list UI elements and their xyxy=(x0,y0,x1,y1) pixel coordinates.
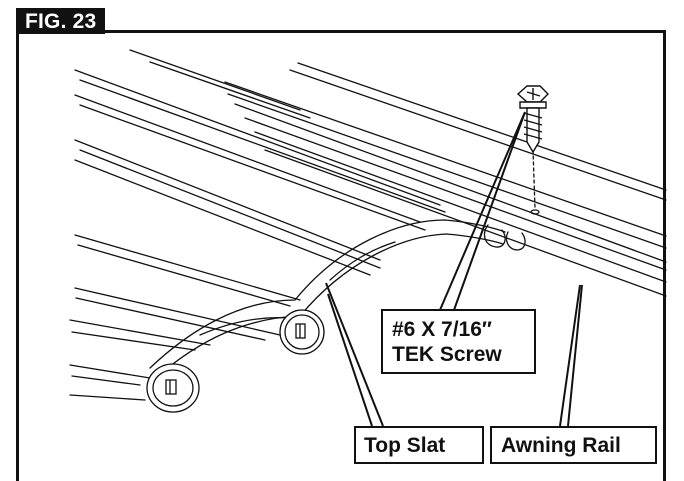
screw-guide-line xyxy=(532,149,536,209)
slat-end-cap-2 xyxy=(279,309,325,355)
top-slat-callout: Top Slat xyxy=(354,426,484,464)
rail-hook-2 xyxy=(505,231,526,251)
top-slat-curve xyxy=(149,219,506,377)
slat-end-cap-1 xyxy=(146,363,200,413)
figure-frame xyxy=(16,30,666,481)
figure-label: FIG. 23 xyxy=(16,8,106,34)
screw-callout-line1: #6 X 7/16″ xyxy=(392,318,492,341)
slat-grooves xyxy=(69,49,446,401)
screw-hole xyxy=(530,209,540,215)
screw-callout: #6 X 7/16″ TEK Screw xyxy=(381,309,536,374)
tek-screw xyxy=(516,85,549,154)
leader-lines xyxy=(325,111,583,427)
awning-rail-callout: Awning Rail xyxy=(490,426,657,464)
rail-hook-1 xyxy=(483,224,506,248)
screw-callout-line2: TEK Screw xyxy=(392,343,502,366)
awning-rail xyxy=(224,62,667,297)
